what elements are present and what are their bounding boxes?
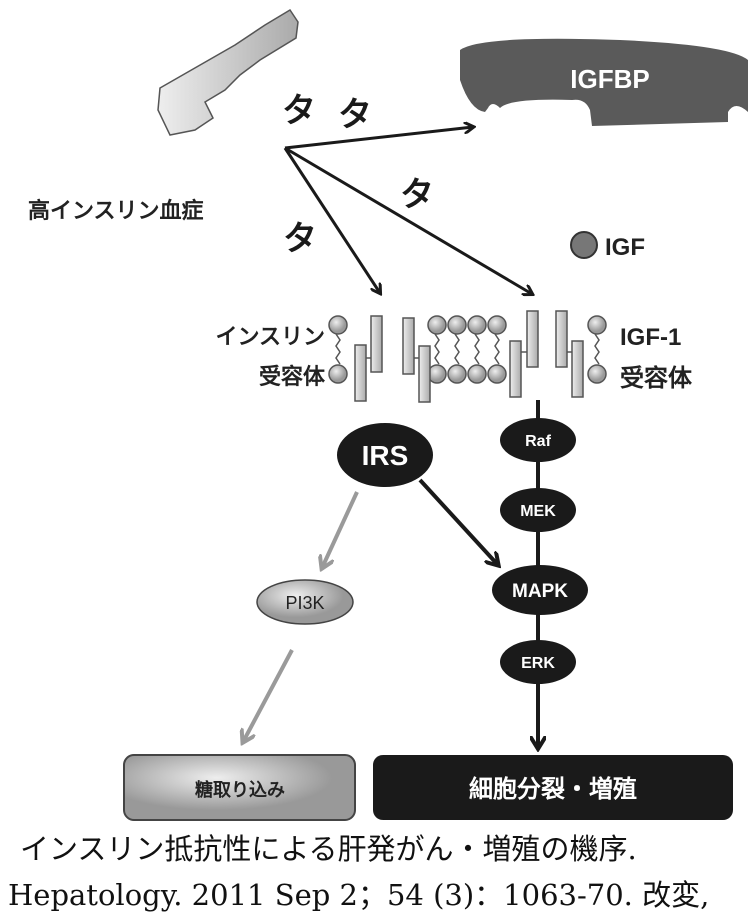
svg-text:細胞分裂・増殖: 細胞分裂・増殖 (469, 775, 637, 803)
svg-text:ERK: ERK (521, 655, 555, 672)
svg-text:タ: タ (338, 95, 372, 135)
igfbp-label: IGFBP (570, 64, 649, 94)
pi3k-node: PI3K (256, 579, 354, 625)
pancreas-icon (157, 8, 299, 136)
arrow-irs-to-mapk (418, 478, 498, 565)
svg-text:IRS: IRS (362, 440, 409, 471)
svg-text:タ: タ (282, 91, 316, 131)
insulin-receptor (370, 315, 383, 373)
svg-text:MAPK: MAPK (512, 581, 568, 602)
caption-line-1: インスリン抵抗性による肝発がん・増殖の機序. (20, 832, 637, 866)
svg-text:Raf: Raf (525, 433, 551, 450)
irs-node: IRS (337, 423, 433, 487)
raf-node: Raf (500, 418, 576, 462)
igf-label: IGF (605, 234, 645, 261)
insulin-molecule-icon: タタタタ (282, 91, 434, 259)
insulin-receptor-label: インスリン 受容体 (215, 325, 325, 390)
arrow-pi3k-to-glucose (243, 649, 294, 742)
igf-icon (570, 231, 598, 259)
mapk-node: MAPK (492, 565, 588, 615)
igf1-receptor (526, 310, 539, 368)
hyperinsulinemia-label: 高インスリン血症 (28, 199, 204, 224)
erk-node: ERK (500, 640, 576, 684)
arrow-to-igf1-receptor (284, 146, 532, 294)
svg-text:タ: タ (400, 175, 434, 215)
glucose-uptake-box: 糖取り込み (123, 754, 356, 821)
cell-proliferation-box: 細胞分裂・増殖 (373, 755, 733, 820)
cell-membrane (328, 310, 607, 403)
arrow-irs-to-pi3k (322, 491, 359, 568)
svg-text:PI3K: PI3K (285, 593, 324, 613)
igfbp-shape (460, 38, 748, 126)
svg-text:糖取り込み: 糖取り込み (195, 779, 285, 801)
svg-text:MEK: MEK (520, 503, 556, 520)
caption-line-2: Hepatology. 2011 Sep 2；54 (3)：1063-70. 改… (8, 878, 710, 912)
igf1-receptor-label: IGF-1 受容体 (620, 324, 692, 392)
arrow-to-insulin-receptor (283, 147, 380, 293)
svg-text:タ: タ (283, 219, 317, 259)
mek-node: MEK (500, 488, 576, 532)
arrow-to-igfbp (284, 127, 473, 150)
